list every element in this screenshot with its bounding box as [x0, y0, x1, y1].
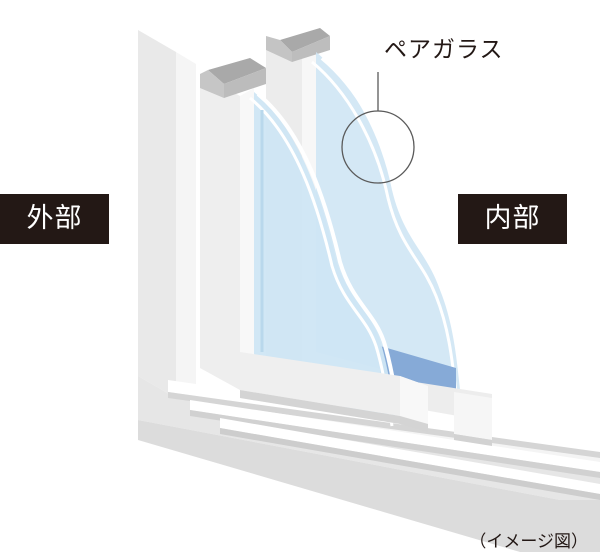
outside-label: 外部	[0, 194, 109, 244]
outer-sash	[200, 58, 266, 390]
pair-glass-label: ペアガラス	[384, 37, 504, 63]
image-caption: （イメージ図）	[469, 532, 588, 552]
outer-sash-bottom-rail	[240, 352, 428, 432]
glass-callout-marker	[341, 72, 415, 184]
inside-label: 内部	[458, 194, 567, 244]
